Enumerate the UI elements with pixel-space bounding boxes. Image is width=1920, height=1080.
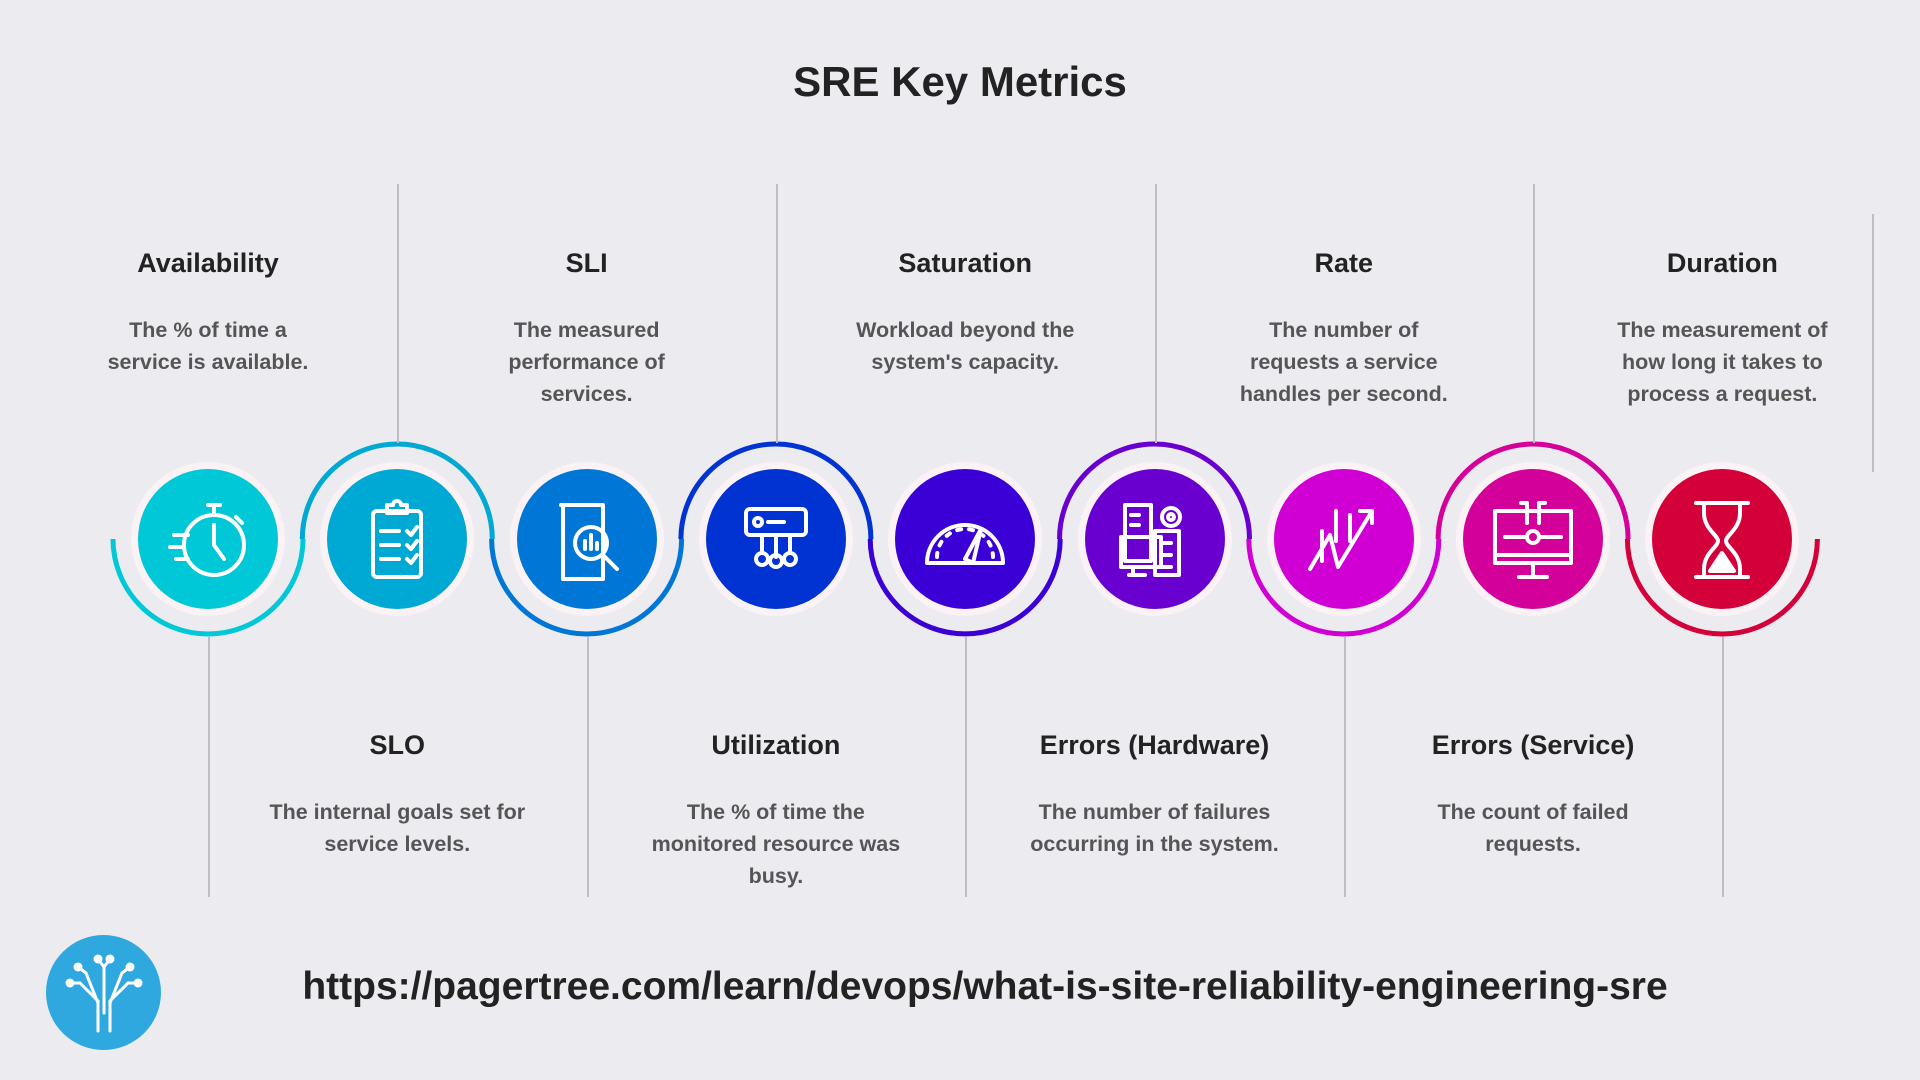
document-search-chart-icon (558, 503, 619, 581)
metric-icon-badge (320, 462, 475, 616)
metric-icon-badge (698, 462, 853, 616)
metric-icon-badge (1456, 462, 1611, 616)
metric-icon-circle (1652, 469, 1793, 609)
connector-line (1343, 637, 1346, 897)
metric-title: Errors (Service) (1431, 730, 1635, 760)
wave-arc (1057, 441, 1252, 540)
connector-line (208, 637, 210, 897)
metric-icon-badge (509, 462, 664, 616)
metric-icon-circle (1084, 469, 1225, 609)
connector-line (965, 637, 968, 897)
wave-arc (867, 538, 1063, 637)
metric-icon-circle (895, 469, 1036, 609)
metric-title: Availability (137, 248, 279, 278)
metric-description: Workload beyond the system's capacity. (856, 318, 1075, 374)
wave-arc (1624, 538, 1820, 637)
metric-title: Duration (1666, 248, 1778, 278)
metric-icon-circle (1273, 469, 1414, 609)
wave-arc (1435, 441, 1631, 540)
connector-line (397, 184, 400, 443)
clipboard-checklist-icon (371, 499, 424, 579)
metric-description: The measurement of how long it takes to … (1617, 318, 1828, 406)
metric-description: The measured performance of services. (508, 318, 665, 406)
source-url-link[interactable]: https://pagertree.com/learn/devops/what-… (302, 965, 1668, 1008)
wave-arc (489, 538, 685, 637)
metric-icon-circle (516, 469, 657, 609)
circuit-tree-logo-icon (65, 954, 142, 1032)
connector-line (1722, 637, 1725, 897)
metric-icon-badge (131, 462, 285, 616)
wave-arc (678, 441, 874, 540)
logo (46, 935, 161, 1050)
metric-icon-badge (888, 462, 1043, 616)
connector-line (775, 184, 778, 443)
metric-title: Saturation (898, 248, 1032, 278)
metric-icon-circle (705, 469, 846, 609)
connector-line (1533, 184, 1536, 443)
monitor-gear-icon (1493, 501, 1574, 579)
metric-icon-badge (1266, 462, 1421, 616)
metric-title: Rate (1314, 248, 1374, 278)
metric-title: SLI (565, 248, 608, 278)
metric-description: The % of time a service is available. (107, 318, 309, 374)
metric-description: The % of time the monitored resource was… (651, 800, 901, 888)
server-gear-icon (1118, 503, 1182, 577)
growth-chart-icon (1307, 509, 1374, 571)
wave-arc (110, 538, 306, 637)
metric-icon-circle (138, 469, 278, 609)
metric-description: The number of requests a service handles… (1239, 318, 1448, 406)
wave-arc (299, 441, 495, 540)
connector-line (1872, 214, 1874, 472)
metric-title: SLO (369, 730, 426, 760)
metric-description: The count of failed requests. (1437, 800, 1629, 856)
metric-icon-circle (327, 469, 468, 609)
metric-icon-circle (1463, 469, 1604, 609)
metric-description: The internal goals set for service level… (269, 800, 526, 856)
metric-icon-badge (1077, 462, 1232, 616)
wave-arc (1246, 538, 1442, 637)
metric-description: The number of failures occurring in the … (1030, 800, 1279, 856)
connector-line (1154, 184, 1157, 443)
network-device-icon (743, 507, 808, 569)
gauge-icon (925, 523, 1006, 565)
connector-line (586, 637, 589, 897)
page-title: SRE Key Metrics (793, 58, 1127, 105)
metric-title: Errors (Hardware) (1039, 730, 1270, 760)
hourglass-icon (1694, 501, 1751, 579)
metric-title: Utilization (711, 730, 841, 760)
stopwatch-icon (168, 503, 246, 577)
metric-icon-badge (1645, 462, 1800, 616)
